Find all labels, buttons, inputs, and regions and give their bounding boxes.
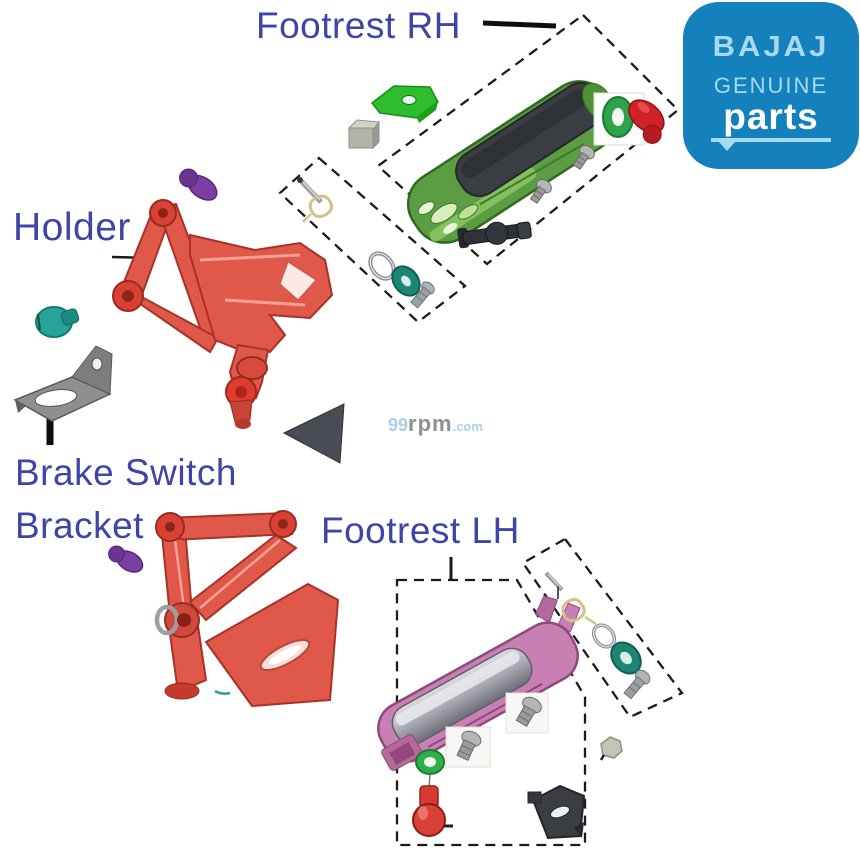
cube-nut-part — [347, 119, 380, 150]
label-brake-switch-line2: Bracket — [15, 504, 144, 546]
washer-green-lh-part — [415, 749, 445, 789]
brake-switch-bracket-part — [13, 345, 113, 422]
dashed-box-footrest-rh — [376, 13, 680, 266]
screw-rh-2 — [529, 179, 552, 205]
hex-nut-part — [599, 736, 623, 761]
purple-bolt-lh-part — [108, 545, 144, 573]
dashed-box-rh-hardware — [278, 156, 467, 324]
label-holder: Holder — [13, 206, 131, 249]
footrest-rh-part — [406, 80, 618, 244]
screw-rh-1 — [572, 145, 595, 171]
watermark-mid: rpm — [408, 411, 453, 436]
watermark: 99 rpm .com — [388, 411, 483, 437]
label-footrest-lh: Footrest LH — [321, 510, 520, 551]
hardware-kit-rh — [297, 177, 435, 309]
badge-genuine-text: GENUINE — [713, 73, 829, 99]
pivot-pin-rh-part — [457, 221, 532, 249]
badge-parts-text: parts — [723, 96, 819, 138]
footrest-lh-part — [377, 595, 581, 771]
label-brake-switch-line1: Brake Switch — [15, 452, 237, 493]
red-knob-lh-part — [412, 785, 453, 837]
dark-wedge-part — [282, 403, 345, 464]
watermark-suffix: .com — [452, 419, 483, 434]
screw-lh-2 — [445, 726, 491, 768]
green-plate-part — [370, 85, 439, 123]
watermark-prefix: 99 — [388, 415, 409, 435]
badge-underline-arrow — [711, 137, 831, 151]
teal-nut-part — [35, 306, 80, 338]
dashed-box-footrest-lh — [395, 578, 587, 847]
hardware-kit-lh — [544, 571, 651, 700]
bajaj-genuine-parts-badge: BAJAJ GENUINE parts — [683, 2, 859, 169]
holder-rh-part — [112, 199, 334, 429]
leader-footrest-rh — [482, 20, 557, 29]
washer-green-rh-part — [593, 92, 645, 146]
holder-lh-part — [154, 510, 340, 708]
red-bolt-rh-part — [628, 99, 665, 144]
label-footrest-rh: Footrest RH — [256, 5, 461, 46]
screw-lh-1 — [505, 692, 549, 734]
dark-latch-lh-part — [527, 784, 586, 840]
dashed-box-lh-hardware — [521, 537, 684, 719]
badge-brand-text: BAJAJ — [712, 30, 830, 64]
purple-bolt-rh-part — [179, 168, 218, 201]
label-brake-switch-bracket: Brake Switch Bracket — [15, 447, 237, 552]
